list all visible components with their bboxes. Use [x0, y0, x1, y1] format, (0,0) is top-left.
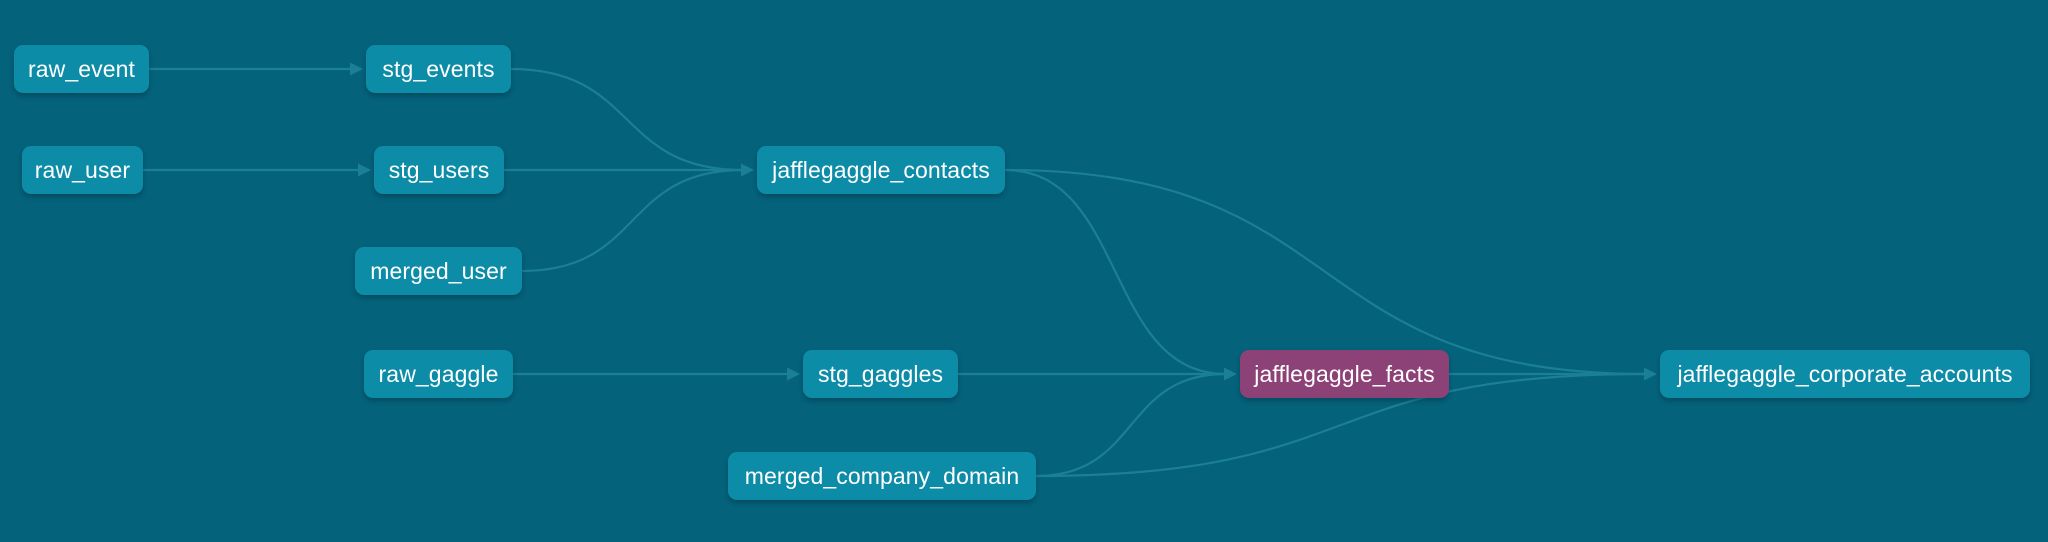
arrow-head-icon-jafflegaggle_facts	[1224, 367, 1237, 381]
dag-node-jafflegaggle_contacts[interactable]: jafflegaggle_contacts	[757, 146, 1005, 194]
dag-node-merged_company_domain[interactable]: merged_company_domain	[728, 452, 1036, 500]
dag-node-stg_users[interactable]: stg_users	[374, 146, 504, 194]
dag-node-raw_event[interactable]: raw_event	[14, 45, 149, 93]
dag-node-stg_events[interactable]: stg_events	[366, 45, 511, 93]
dag-node-label: jafflegaggle_corporate_accounts	[1677, 360, 2013, 387]
dag-node-label: jafflegaggle_contacts	[772, 156, 990, 183]
dag-node-label: jafflegaggle_facts	[1254, 360, 1435, 387]
edge-jafflegaggle_contacts-to-jafflegaggle_facts	[1003, 168, 1228, 376]
dag-node-jafflegaggle_corporate_accounts[interactable]: jafflegaggle_corporate_accounts	[1660, 350, 2030, 398]
edge-merged_user-to-jafflegaggle_contacts	[520, 168, 745, 273]
edge-merged_company_domain-to-jafflegaggle_facts	[1034, 372, 1228, 478]
edge-merged_company_domain-to-jafflegaggle_corporate_accounts	[1034, 372, 1648, 478]
dag-node-label: raw_event	[27, 55, 136, 82]
dag-node-jafflegaggle_facts[interactable]: jafflegaggle_facts	[1240, 350, 1449, 398]
dag-node-label: stg_gaggles	[817, 360, 944, 387]
dag-node-raw_user[interactable]: raw_user	[22, 146, 143, 194]
dag-node-label: stg_users	[388, 156, 490, 183]
arrow-head-icon-stg_users	[358, 163, 371, 177]
dag-node-stg_gaggles[interactable]: stg_gaggles	[803, 350, 958, 398]
arrow-head-icon-jafflegaggle_corporate_accounts	[1644, 367, 1657, 381]
edge-stg_events-to-jafflegaggle_contacts	[509, 67, 745, 172]
dag-node-label: raw_gaggle	[378, 360, 499, 387]
dag-node-label: merged_company_domain	[744, 462, 1020, 489]
dag-node-label: raw_user	[34, 156, 131, 183]
dag-node-label: stg_events	[382, 55, 495, 82]
dag-node-merged_user[interactable]: merged_user	[355, 247, 522, 295]
edge-jafflegaggle_contacts-to-jafflegaggle_corporate_accounts	[1003, 168, 1648, 376]
arrow-head-icon-stg_gaggles	[787, 367, 800, 381]
arrow-head-icon-jafflegaggle_contacts	[741, 163, 754, 177]
dag-node-raw_gaggle[interactable]: raw_gaggle	[364, 350, 513, 398]
dag-node-label: merged_user	[370, 257, 507, 284]
arrow-head-icon-stg_events	[350, 62, 363, 76]
